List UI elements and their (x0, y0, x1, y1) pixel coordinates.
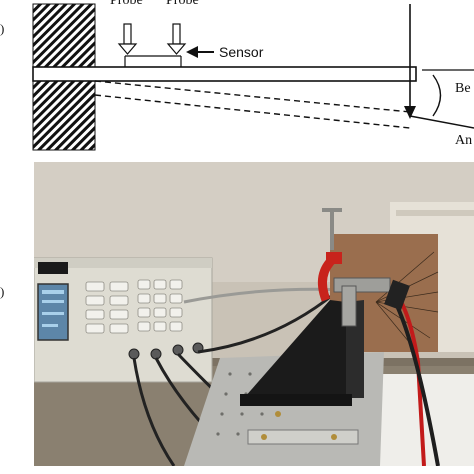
bending-label: Be (455, 81, 471, 96)
sensor-arrow (186, 46, 198, 58)
signal-generator (34, 257, 213, 383)
black-mount (240, 300, 364, 406)
metal-bracket (247, 429, 359, 445)
cable-4 (197, 292, 335, 354)
panel-label-bottom: ) (0, 284, 5, 299)
probe-arrow-left (117, 23, 138, 55)
beam-rest (32, 66, 417, 82)
cantilever-beam-diagram: Probe Probe Sensor Be An ) (0, 0, 474, 151)
deflected-beam-upper (94, 80, 411, 113)
bnc-connectors (128, 342, 204, 360)
cable-1 (132, 357, 176, 466)
angle-label: An (455, 133, 472, 148)
sensor-label: Sensor (219, 44, 264, 60)
probe-label-right: Probe (166, 0, 199, 8)
load-arrow-head (404, 106, 416, 119)
black-connector (384, 279, 410, 311)
generator-buttons (85, 279, 183, 334)
black-object (38, 262, 68, 274)
angle-reference-line (409, 115, 474, 129)
experimental-setup-photo (34, 162, 474, 466)
probe-label-left: Probe (110, 0, 143, 8)
bending-arc (432, 74, 442, 117)
deflected-beam-lower (94, 94, 411, 129)
c-clamp (317, 208, 342, 302)
panel-label-top: ) (0, 21, 4, 36)
sensor-head (333, 277, 401, 327)
probe-arrow-right (166, 23, 187, 55)
